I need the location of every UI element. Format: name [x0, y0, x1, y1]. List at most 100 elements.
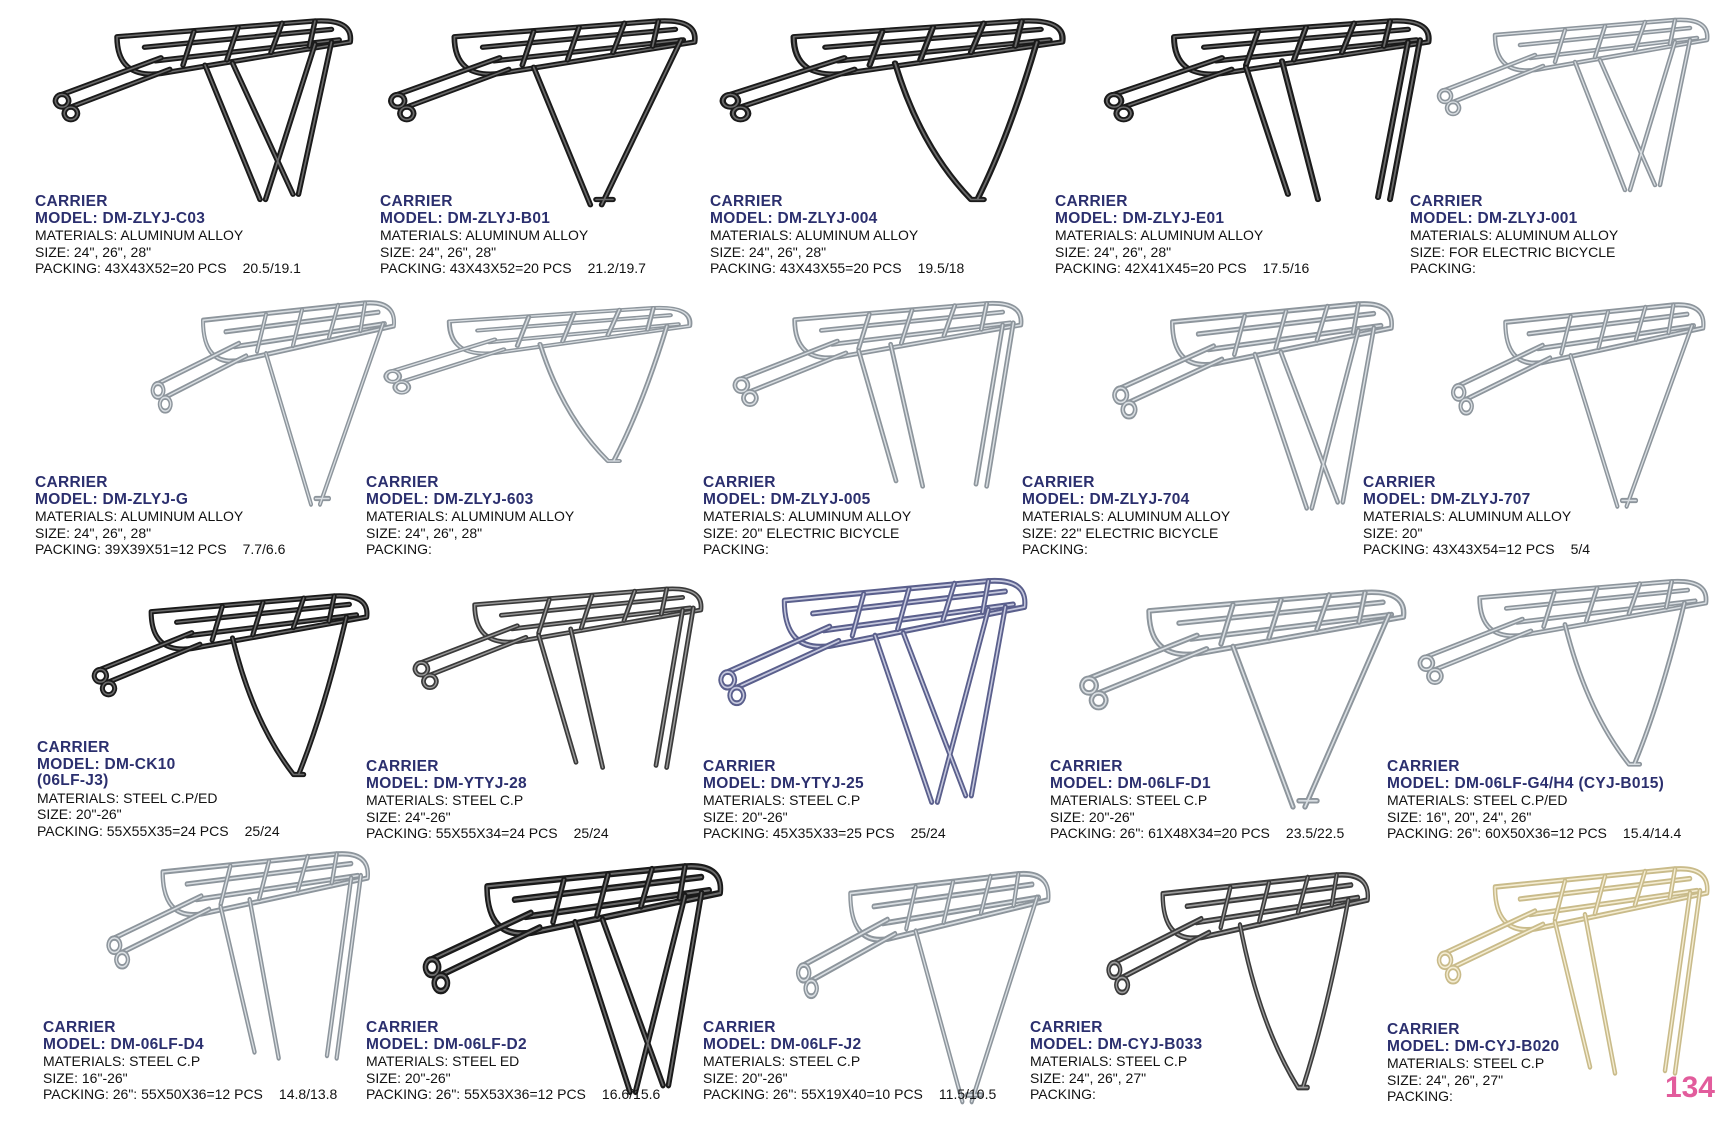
product-materials: MATERIALS: STEEL ED [366, 1053, 520, 1070]
product-size: SIZE: 24", 26", 28" [35, 243, 152, 260]
bicycle-rack-image [422, 863, 724, 1096]
product-size: SIZE: 20" [1363, 524, 1423, 541]
product-title: CARRIER [37, 739, 110, 756]
product-model: MODEL: DM-06LF-D1 [1050, 774, 1211, 792]
product-packing: PACKING: [366, 541, 432, 558]
bicycle-rack-image [1417, 578, 1709, 767]
product-packing-row: PACKING: [703, 541, 911, 558]
product-title: CARRIER [366, 474, 439, 491]
product-packing: PACKING: 55X55X35=24 PCS [37, 822, 229, 839]
product-model: MODEL: DM-ZLYJ-603 [366, 490, 534, 508]
bicycle-rack-image [412, 586, 704, 770]
bicycle-rack-image [383, 305, 693, 464]
product-packing-row: PACKING: 26": 55X50X36=12 PCS 14.8/13.8 [43, 1086, 337, 1103]
product-size: SIZE: 24", 26", 28" [35, 524, 152, 541]
page-number: 134 [1664, 1071, 1715, 1104]
bicycle-rack-image [718, 577, 1028, 805]
product-size: SIZE: 20" ELECTRIC BICYCLE [703, 524, 900, 541]
product-title: CARRIER [1410, 193, 1483, 210]
product-model: MODEL: DM-CYJ-B033 [1030, 1035, 1203, 1053]
product-title: CARRIER [1387, 1021, 1460, 1038]
bicycle-rack-image [719, 18, 1066, 203]
product-materials: MATERIALS: STEEL C.P [703, 792, 861, 809]
product-packing-row: PACKING: [1387, 1088, 1559, 1105]
product-title: CARRIER [1030, 1019, 1103, 1036]
product-packing: PACKING: 26": 55X50X36=12 PCS [43, 1086, 263, 1103]
product-weight: 25/24 [573, 825, 609, 842]
product-materials: MATERIALS: STEEL C.P [1030, 1053, 1188, 1070]
product-model: MODEL: DM-ZLYJ-E01 [1055, 209, 1225, 227]
product-materials: MATERIALS: STEEL C.P [1050, 792, 1208, 809]
product-packing-row: PACKING: 55X55X34=24 PCS 25/24 [366, 825, 609, 842]
product-size: SIZE: 24", 26", 28" [1055, 243, 1172, 260]
product-title: CARRIER [43, 1019, 116, 1036]
product-size: SIZE: FOR ELECTRIC BICYCLE [1410, 243, 1616, 260]
bicycle-rack-image [796, 870, 1051, 1105]
product-size: SIZE: 20"-26" [1050, 808, 1135, 825]
product-size: SIZE: 22" ELECTRIC BICYCLE [1022, 524, 1219, 541]
product-materials: MATERIALS: ALUMINUM ALLOY [1055, 227, 1264, 244]
product-size: SIZE: 24", 26", 27" [1030, 1069, 1147, 1086]
product-title: CARRIER [710, 193, 783, 210]
bicycle-rack-image [52, 18, 354, 203]
product-packing-row: PACKING: [1022, 541, 1230, 558]
product-weight: 5/4 [1570, 541, 1591, 558]
product-materials: MATERIALS: ALUMINUM ALLOY [1410, 227, 1619, 244]
product-size: SIZE: 24", 26", 27" [1387, 1071, 1504, 1088]
product-packing: PACKING: 43X43X52=20 PCS [35, 260, 227, 277]
product-packing: PACKING: [1387, 1088, 1453, 1105]
product-size: SIZE: 20"-26" [37, 806, 122, 823]
product-model: MODEL: DM-YTYJ-28 [366, 774, 527, 792]
product-packing-row: PACKING: [1030, 1086, 1202, 1103]
product-packing: PACKING: 55X55X34=24 PCS [366, 825, 558, 842]
product-size: SIZE: 16", 20", 24", 26" [1387, 808, 1532, 825]
product-model: MODEL: DM-06LF-D4 [43, 1035, 204, 1053]
product-title: CARRIER [1363, 474, 1436, 491]
product-weight: 19.5/18 [917, 260, 965, 277]
product-size: SIZE: 16"-26" [43, 1069, 128, 1086]
product-model-alt: (06LF-J3) [37, 772, 109, 790]
product-packing: PACKING: [703, 541, 769, 558]
product-model: MODEL: DM-06LF-G4/H4 (CYJ-B015) [1387, 774, 1665, 792]
product-materials: MATERIALS: STEEL C.P [366, 792, 524, 809]
product-model: MODEL: DM-ZLYJ-004 [710, 209, 878, 227]
product-materials: MATERIALS: STEEL C.P/ED [37, 789, 218, 806]
product-weight: 15.4/14.4 [1622, 825, 1682, 842]
product-size: SIZE: 24"-26" [366, 808, 451, 825]
product-packing: PACKING: 39X39X51=12 PCS [35, 541, 227, 558]
product-packing: PACKING: 26": 60X50X36=12 PCS [1387, 825, 1607, 842]
bicycle-rack-image [150, 300, 396, 507]
product-packing: PACKING: 45X35X33=25 PCS [703, 825, 895, 842]
product-model: MODEL: DM-ZLYJ-B01 [380, 209, 551, 227]
product-materials: MATERIALS: STEEL C.P [43, 1053, 201, 1070]
product-materials: MATERIALS: STEEL C.P [1387, 1055, 1545, 1072]
product-title: CARRIER [366, 1019, 439, 1036]
product-title: CARRIER [1387, 758, 1460, 775]
product-weight: 14.8/13.8 [278, 1086, 338, 1103]
product-materials: MATERIALS: STEEL C.P [703, 1053, 861, 1070]
product-model: MODEL: DM-ZLYJ-005 [703, 490, 871, 508]
product-size: SIZE: 20"-26" [366, 1069, 451, 1086]
product-title: CARRIER [1050, 758, 1123, 775]
product-packing: PACKING: 26": 55X53X36=12 PCS [366, 1086, 586, 1103]
product-materials: MATERIALS: ALUMINUM ALLOY [1363, 508, 1572, 525]
